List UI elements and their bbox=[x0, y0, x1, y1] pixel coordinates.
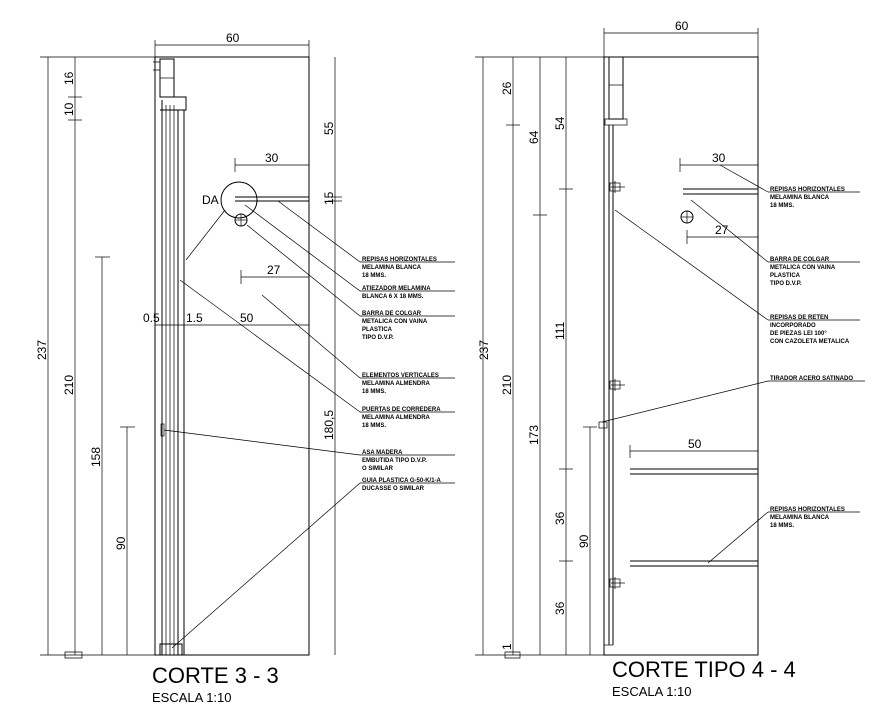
note-left-2: ATIEZADOR MELAMINA BLANCA 6 X 18 MMS. bbox=[362, 286, 432, 300]
svg-text:210: 210 bbox=[62, 375, 76, 395]
svg-text:1.5: 1.5 bbox=[186, 311, 203, 325]
svg-text:54: 54 bbox=[553, 116, 567, 130]
title-left: CORTE 3 - 3 bbox=[152, 663, 279, 688]
svg-text:15: 15 bbox=[322, 191, 336, 205]
svg-text:158: 158 bbox=[89, 447, 103, 467]
detail-circle bbox=[220, 181, 258, 219]
svg-text:90: 90 bbox=[577, 534, 591, 548]
title-right: CORTE TIPO 4 - 4 bbox=[612, 657, 796, 682]
note-left-7: GUIA PLASTICA G-50-K/1-A DUCASSE O SIMIL… bbox=[362, 478, 442, 492]
svg-text:1: 1 bbox=[500, 643, 514, 650]
section-4-4: 60 237 210 26 1 64 173 54 111 36 36 90 3… bbox=[475, 19, 865, 699]
note-left-5: PUERTAS DE CORREDERA MELAMINA ALMENDRA 1… bbox=[362, 407, 442, 429]
svg-text:173: 173 bbox=[527, 425, 541, 445]
svg-text:55: 55 bbox=[322, 121, 336, 135]
note-left-4: ELEMENTOS VERTICALES MELAMINA ALMENDRA 1… bbox=[362, 373, 441, 395]
svg-text:10: 10 bbox=[62, 102, 76, 116]
cabinet-outline-left bbox=[154, 56, 310, 656]
svg-text:60: 60 bbox=[675, 19, 689, 33]
svg-text:111: 111 bbox=[553, 321, 567, 340]
note-right-3: REPISAS DE RETEN INCORPORADO DE PIEZAS L… bbox=[770, 315, 850, 345]
hinge-icon bbox=[609, 577, 625, 589]
svg-text:50: 50 bbox=[240, 311, 254, 325]
svg-text:26: 26 bbox=[500, 81, 514, 95]
svg-text:30: 30 bbox=[712, 151, 726, 165]
svg-text:36: 36 bbox=[553, 511, 567, 525]
note-right-5: REPISAS HORIZONTALES MELAMINA BLANCA 18 … bbox=[770, 507, 847, 529]
scale-left: ESCALA 1:10 bbox=[152, 690, 232, 705]
note-left-1: REPISAS HORIZONTALES MELAMINA BLANCA 18 … bbox=[362, 257, 439, 279]
svg-text:64: 64 bbox=[527, 130, 541, 144]
scale-right: ESCALA 1:10 bbox=[612, 684, 692, 699]
svg-text:50: 50 bbox=[688, 437, 702, 451]
hinge-icon bbox=[609, 379, 625, 391]
svg-text:90: 90 bbox=[114, 536, 128, 550]
hinge-icon bbox=[609, 181, 625, 193]
svg-text:30: 30 bbox=[265, 151, 279, 165]
svg-text:210: 210 bbox=[500, 375, 514, 395]
svg-text:237: 237 bbox=[477, 340, 491, 360]
svg-text:180,5: 180,5 bbox=[322, 410, 336, 440]
note-right-2: BARRA DE COLGAR METALICA CON VAINA PLAST… bbox=[770, 257, 837, 287]
note-left-6: ASA MADERA EMBUTIDA TIPO D.V.P. O SIMILA… bbox=[362, 450, 428, 472]
note-left-3: BARRA DE COLGAR METALICA CON VAINA PLAST… bbox=[362, 311, 429, 341]
cabinet-outline-right bbox=[603, 56, 759, 656]
svg-text:27: 27 bbox=[267, 263, 281, 277]
handle-icon bbox=[598, 421, 608, 429]
detail-label: DA bbox=[202, 193, 219, 207]
svg-text:237: 237 bbox=[35, 340, 49, 360]
svg-text:60: 60 bbox=[226, 31, 240, 45]
svg-text:16: 16 bbox=[62, 71, 76, 85]
svg-text:27: 27 bbox=[715, 223, 729, 237]
svg-text:0.5: 0.5 bbox=[143, 311, 160, 325]
section-3-3: DA 60 237 210 16 10 158 90 bbox=[35, 31, 455, 705]
note-right-4: TIRADOR ACERO SATINADO bbox=[770, 376, 853, 382]
svg-text:36: 36 bbox=[553, 601, 567, 615]
note-right-1: REPISAS HORIZONTALES MELAMINA BLANCA 18 … bbox=[770, 187, 847, 209]
